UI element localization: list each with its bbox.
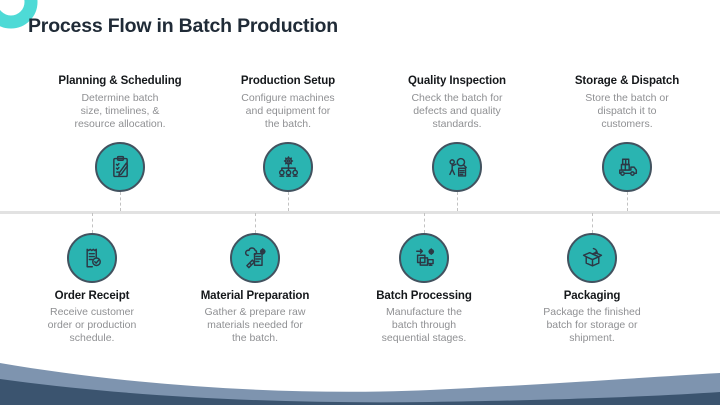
step-title: Batch Processing [376,290,472,302]
connector-dash [423,213,425,233]
raw-materials-icon [244,246,266,268]
step-title: Packaging [563,290,621,302]
step-icon-circle [432,142,482,192]
corner-ring-decoration [0,0,38,29]
step-description: Receive customer order or production sch… [47,306,137,344]
truck-boxes-icon [618,158,637,176]
step-order-receipt: Order Receipt Receive customer order or … [17,213,167,345]
receipt-check-icon [85,248,101,267]
timeline-line [0,211,720,214]
step-title: Order Receipt [54,290,130,302]
step-title: Storage & Dispatch [574,75,680,87]
step-batch-processing: Batch Processing Manufacture the batch t… [349,213,499,345]
step-icon-circle [602,142,652,192]
step-title: Material Preparation [200,290,310,302]
step-packaging: Packaging Package the finished batch for… [517,213,667,345]
inspector-magnifier-icon [448,157,467,177]
connector-dash [254,213,256,233]
connector-dash [287,192,289,211]
clipboard-checklist-icon [112,155,128,177]
step-icon-circle [567,233,617,283]
connector-dash [591,213,593,233]
step-icon-circle [263,142,313,192]
process-stages-icon [415,247,434,266]
machine-network-icon [278,155,298,177]
step-production-setup: Production Setup Configure machines and … [213,74,363,211]
connector-dash [626,192,628,211]
step-quality-inspection: Quality Inspection Check the batch for d… [382,74,532,211]
step-description: Store the batch or dispatch it to custom… [585,92,669,130]
step-storage-dispatch: Storage & Dispatch Store the batch or di… [552,74,702,211]
step-icon-circle [399,233,449,283]
step-icon-circle [95,142,145,192]
step-planning-scheduling: Planning & Scheduling Determine batch si… [45,74,195,211]
page-title: Process Flow in Batch Production [28,15,338,37]
open-box-icon [582,247,602,267]
step-description: Check the batch for defects and quality … [411,92,503,130]
step-title: Planning & Scheduling [58,75,182,87]
step-title: Quality Inspection [408,75,506,87]
step-description: Configure machines and equipment for the… [241,92,335,130]
step-title: Production Setup [240,75,336,87]
step-description: Package the finished batch for storage o… [543,306,641,344]
step-icon-circle [230,233,280,283]
step-material-preparation: Material Preparation Gather & prepare ra… [180,213,330,345]
step-icon-circle [67,233,117,283]
step-description: Manufacture the batch through sequential… [381,306,467,344]
step-description: Determine batch size, timelines, & resou… [74,92,166,130]
connector-dash [456,192,458,211]
step-description: Gather & prepare raw materials needed fo… [204,306,306,344]
connector-dash [119,192,121,211]
connector-dash [91,213,93,233]
